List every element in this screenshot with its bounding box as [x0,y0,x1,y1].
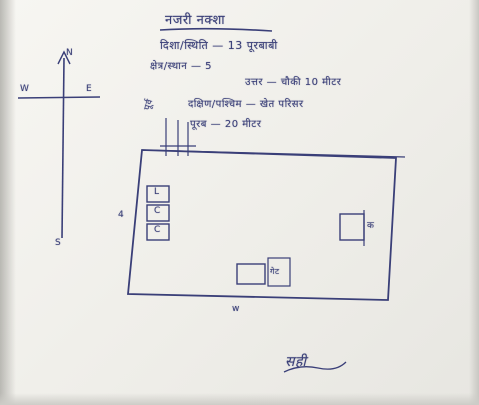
signature: सही [285,354,307,370]
note-line-2: क्षेत्र/स्थान — 5 [150,61,212,72]
note-line-1: दिशा/स्थिति — 13 पूरबाबी [160,39,278,52]
west-marker: W [20,84,30,94]
page-edge-shadow-bottom [0,393,479,405]
box-label-1: L [154,187,160,197]
box-label-2: C [154,206,161,216]
note-line-4: दक्षिण/पश्चिम — खेत परिसर [188,99,304,110]
box-label-3: C [154,225,161,235]
page-edge-shadow-right [469,0,479,405]
sketch-title: नजरी नक्शा [165,13,226,28]
bottom-side-mark: w [232,304,240,314]
south-marker: S [55,238,62,248]
east-marker: E [86,84,93,94]
north-marker: N [66,48,74,58]
note-line-5: पूरब — 20 मीटर [190,119,262,130]
note-line-3: उत्तर — चौकी 10 मीटर [245,77,342,88]
bottom-box-label: गेट [270,267,280,276]
right-box-label: क [367,221,375,231]
left-side-mark: 4 [118,210,125,220]
page-edge-shadow [0,0,16,405]
